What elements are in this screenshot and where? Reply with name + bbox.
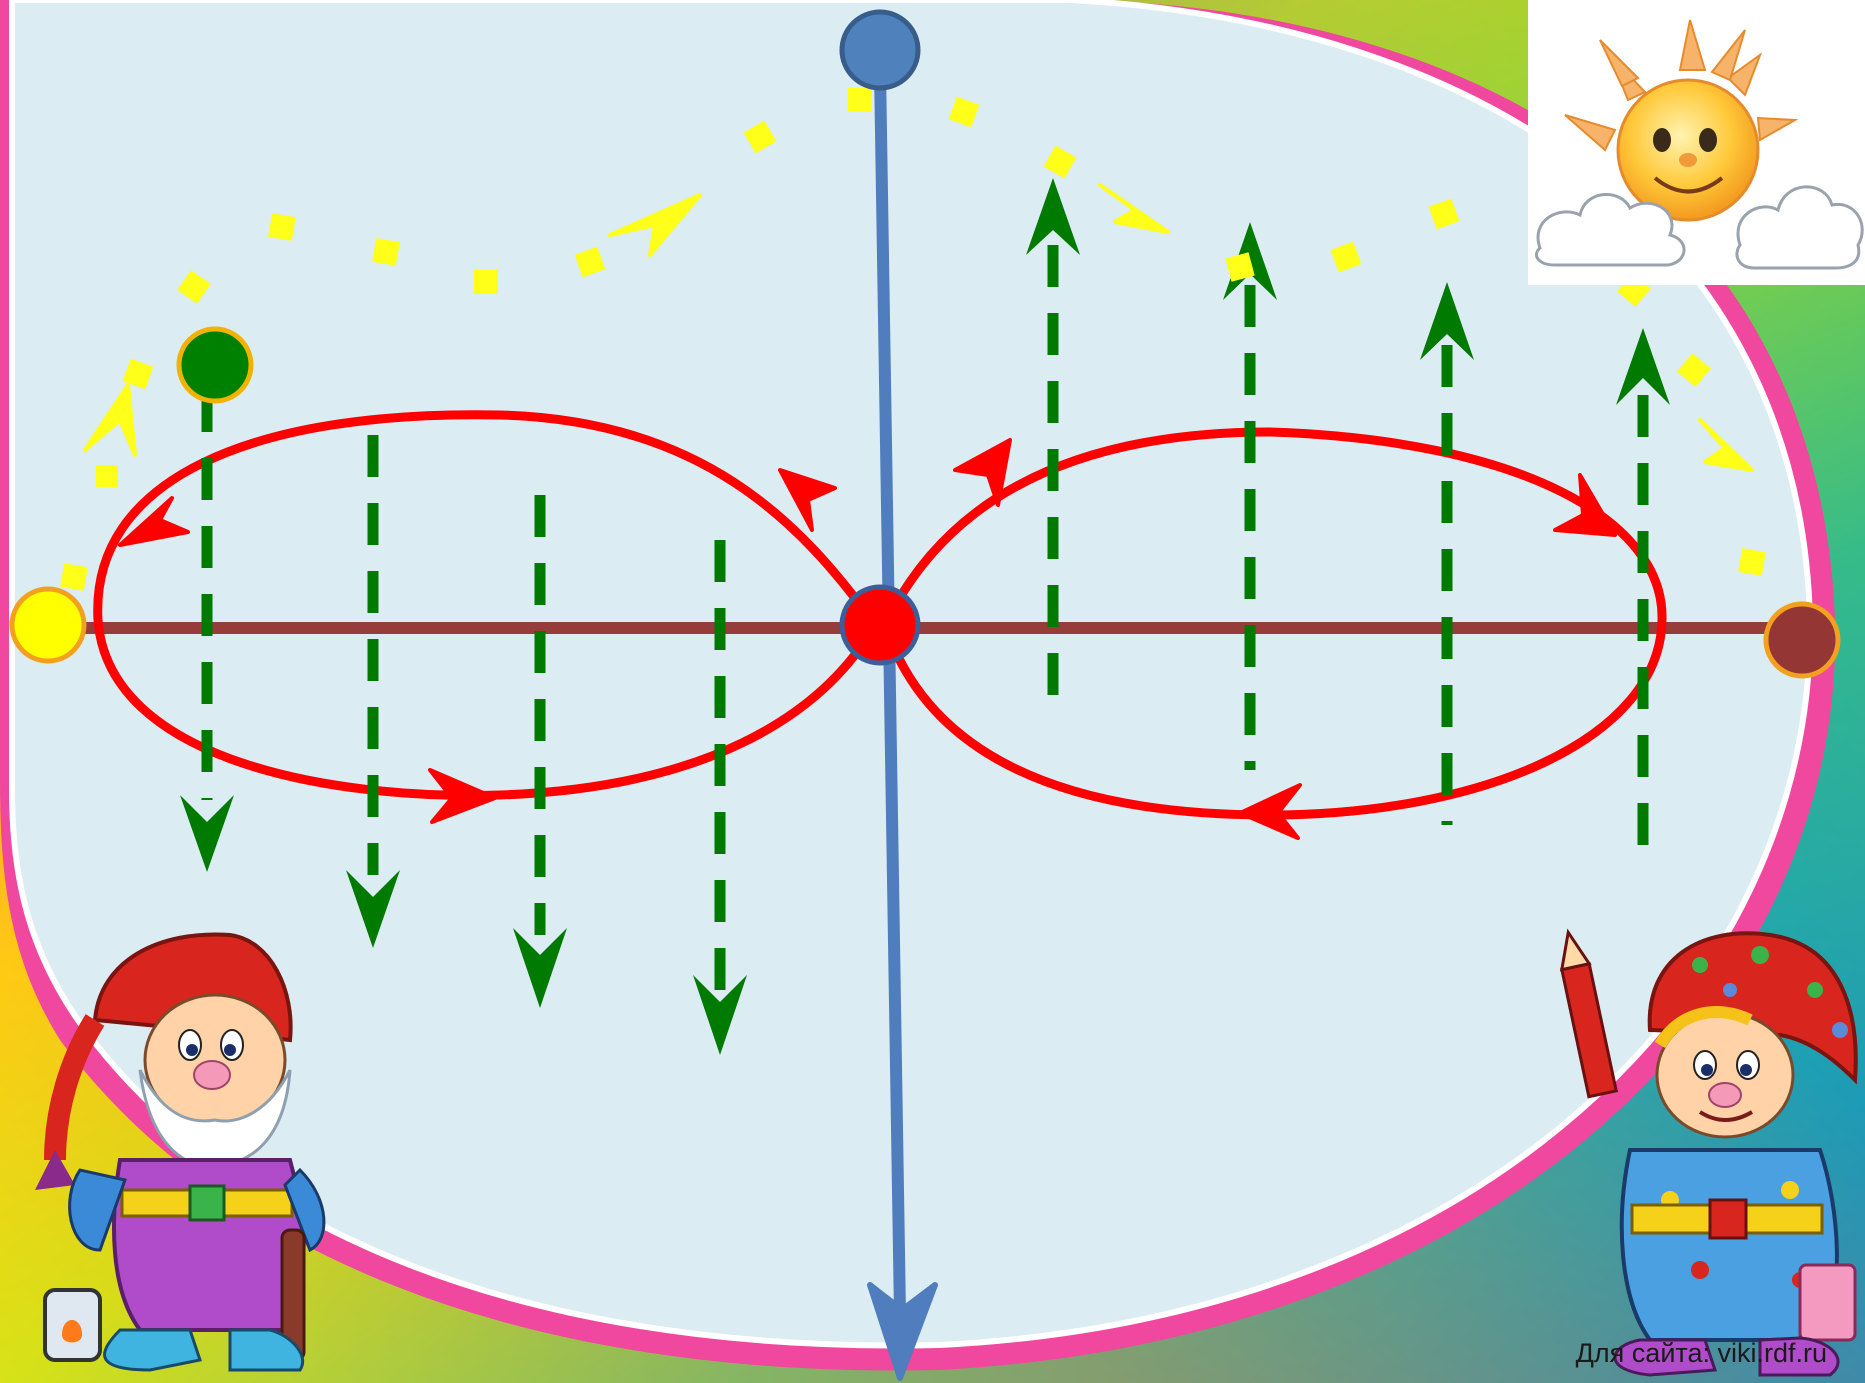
point-yellow[interactable] <box>12 589 84 661</box>
sun-face <box>1618 80 1758 220</box>
site-caption: Для сайта: viki.rdf.ru <box>1576 1338 1827 1369</box>
lantern-icon <box>45 1290 100 1360</box>
sun-illustration <box>1528 0 1865 285</box>
point-red[interactable] <box>842 587 918 663</box>
point-green[interactable] <box>179 329 251 401</box>
point-brown[interactable] <box>1766 604 1838 676</box>
book-icon <box>1800 1265 1855 1340</box>
point-blue[interactable] <box>842 12 918 88</box>
